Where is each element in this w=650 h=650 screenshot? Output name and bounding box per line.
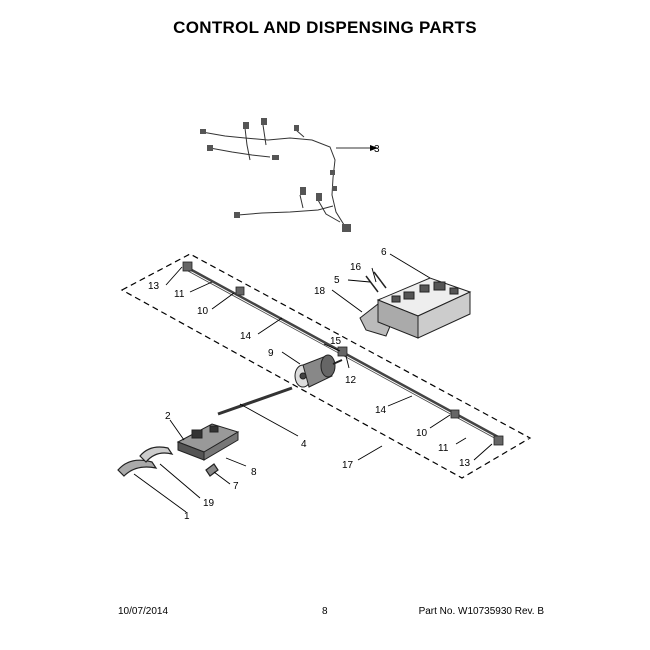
callout-15: 15	[330, 336, 342, 347]
callout-10b: 10	[416, 428, 428, 439]
callout-labels: 3 6 16 5 18 13 11 10 14 15 9 12 14 2 10 …	[148, 144, 471, 522]
footer-page-number: 8	[322, 606, 328, 617]
callout-10a: 10	[197, 306, 209, 317]
screws	[365, 271, 387, 293]
callout-17: 17	[342, 460, 354, 471]
callout-13a: 13	[148, 281, 160, 292]
callout-14b: 14	[375, 405, 387, 416]
callout-12: 12	[345, 375, 357, 386]
callout-4: 4	[301, 439, 307, 450]
callout-7: 7	[233, 481, 239, 492]
pump-motor	[294, 354, 343, 388]
door-seals	[117, 446, 174, 477]
callout-11a: 11	[174, 289, 185, 300]
leader-lines	[133, 253, 493, 513]
callout-8: 8	[251, 467, 257, 478]
harness-connectors	[200, 118, 351, 232]
callout-2: 2	[165, 411, 171, 422]
callout-11b: 11	[438, 443, 449, 454]
callout-14a: 14	[240, 331, 252, 342]
dispenser-assembly	[176, 423, 240, 461]
footer-date: 10/07/2014	[118, 606, 169, 617]
page-title: CONTROL AND DISPENSING PARTS	[173, 18, 477, 37]
callout-1: 1	[184, 511, 190, 522]
callout-5: 5	[334, 275, 340, 286]
dashed-group-outline	[120, 253, 532, 479]
small-clip	[205, 463, 219, 477]
callout-9: 9	[268, 348, 274, 359]
wire-harness	[201, 124, 370, 229]
callout-19: 19	[203, 498, 215, 509]
arrow-3	[370, 145, 378, 151]
tube-clamps	[182, 261, 504, 446]
callout-6: 6	[381, 247, 387, 258]
callout-13b: 13	[459, 458, 471, 469]
control-board	[376, 277, 472, 339]
callout-18: 18	[314, 286, 326, 297]
callout-3: 3	[374, 144, 380, 155]
dispenser-lever-tube	[217, 386, 293, 416]
footer-part-number: Part No. W10735930 Rev. B	[418, 606, 544, 617]
callout-16: 16	[350, 262, 362, 273]
